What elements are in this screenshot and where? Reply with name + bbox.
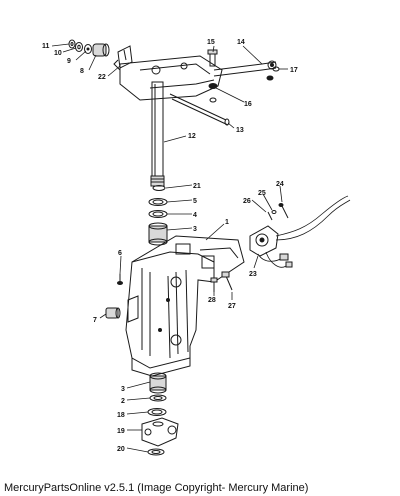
link-arm-14 xyxy=(213,60,277,77)
swivel-bracket-1 xyxy=(125,235,245,377)
callout-17: 17 xyxy=(290,67,298,74)
callout-6: 6 xyxy=(118,250,122,257)
washer-12 xyxy=(75,42,83,52)
washer-20 xyxy=(147,448,165,456)
callout-16: 16 xyxy=(244,101,252,108)
callouts: 11 10 9 8 22 15 14 17 16 13 12 21 5 4 3 … xyxy=(42,39,298,453)
washer-11 xyxy=(84,44,92,54)
callout-21: 21 xyxy=(193,183,201,190)
washer-25 xyxy=(271,210,277,214)
screw-27 xyxy=(221,271,233,291)
callout-2: 2 xyxy=(121,398,125,405)
callout-13: 11 xyxy=(42,43,50,50)
callout-24: 24 xyxy=(276,181,284,188)
callout-23: 23 xyxy=(249,271,257,278)
callout-26: 26 xyxy=(243,198,251,205)
steering-arm xyxy=(119,55,223,101)
trim-sender-23 xyxy=(249,195,351,268)
yoke-19 xyxy=(141,417,179,447)
callout-7: 7 xyxy=(93,317,97,324)
rod-9 xyxy=(169,93,230,126)
washer-18 xyxy=(147,408,167,416)
bolt-15 xyxy=(207,49,218,67)
bushing-10 xyxy=(92,43,110,57)
screw-6 xyxy=(117,274,123,285)
bushing-3-upper xyxy=(148,222,168,246)
leader-lines xyxy=(51,43,288,453)
parts-diagram: 11 10 9 8 22 15 14 17 16 13 12 21 5 4 3 … xyxy=(42,39,351,456)
callout-4: 4 xyxy=(193,212,197,219)
callout-19: 19 xyxy=(117,428,125,435)
callout-27: 27 xyxy=(228,303,236,310)
nut-16 xyxy=(208,75,274,103)
seal-4 xyxy=(148,210,168,218)
callout-20: 20 xyxy=(117,446,125,453)
callout-9: 13 xyxy=(236,127,244,134)
copyright-caption: MercuryPartsOnline v2.5.1 (Image Copyrig… xyxy=(4,482,309,494)
screw-28 xyxy=(210,277,218,292)
callout-10: 8 xyxy=(80,68,84,75)
washer-13 xyxy=(68,39,76,49)
bushing-7 xyxy=(105,307,121,319)
screw-24 xyxy=(278,203,289,219)
callout-3-upper: 3 xyxy=(193,226,197,233)
callout-11: 9 xyxy=(67,58,71,65)
swivel-shaft-8 xyxy=(150,81,165,187)
callout-8: 12 xyxy=(188,133,196,140)
callout-3-lower: 3 xyxy=(121,386,125,393)
nut-21 xyxy=(152,185,166,191)
callout-18: 18 xyxy=(117,412,125,419)
washer-2 xyxy=(149,394,167,402)
callout-28: 28 xyxy=(208,297,216,304)
washer-5 xyxy=(148,198,168,206)
screw-26 xyxy=(267,211,273,221)
callout-12: 10 xyxy=(54,50,62,57)
bracket-22 xyxy=(113,45,133,71)
callout-25: 25 xyxy=(258,190,266,197)
bushing-3-lower xyxy=(149,372,167,394)
callout-5: 5 xyxy=(193,198,197,205)
callout-15: 15 xyxy=(207,39,215,46)
callout-14: 14 xyxy=(237,39,245,46)
callout-1: 1 xyxy=(225,219,229,226)
callout-22: 22 xyxy=(98,74,106,81)
